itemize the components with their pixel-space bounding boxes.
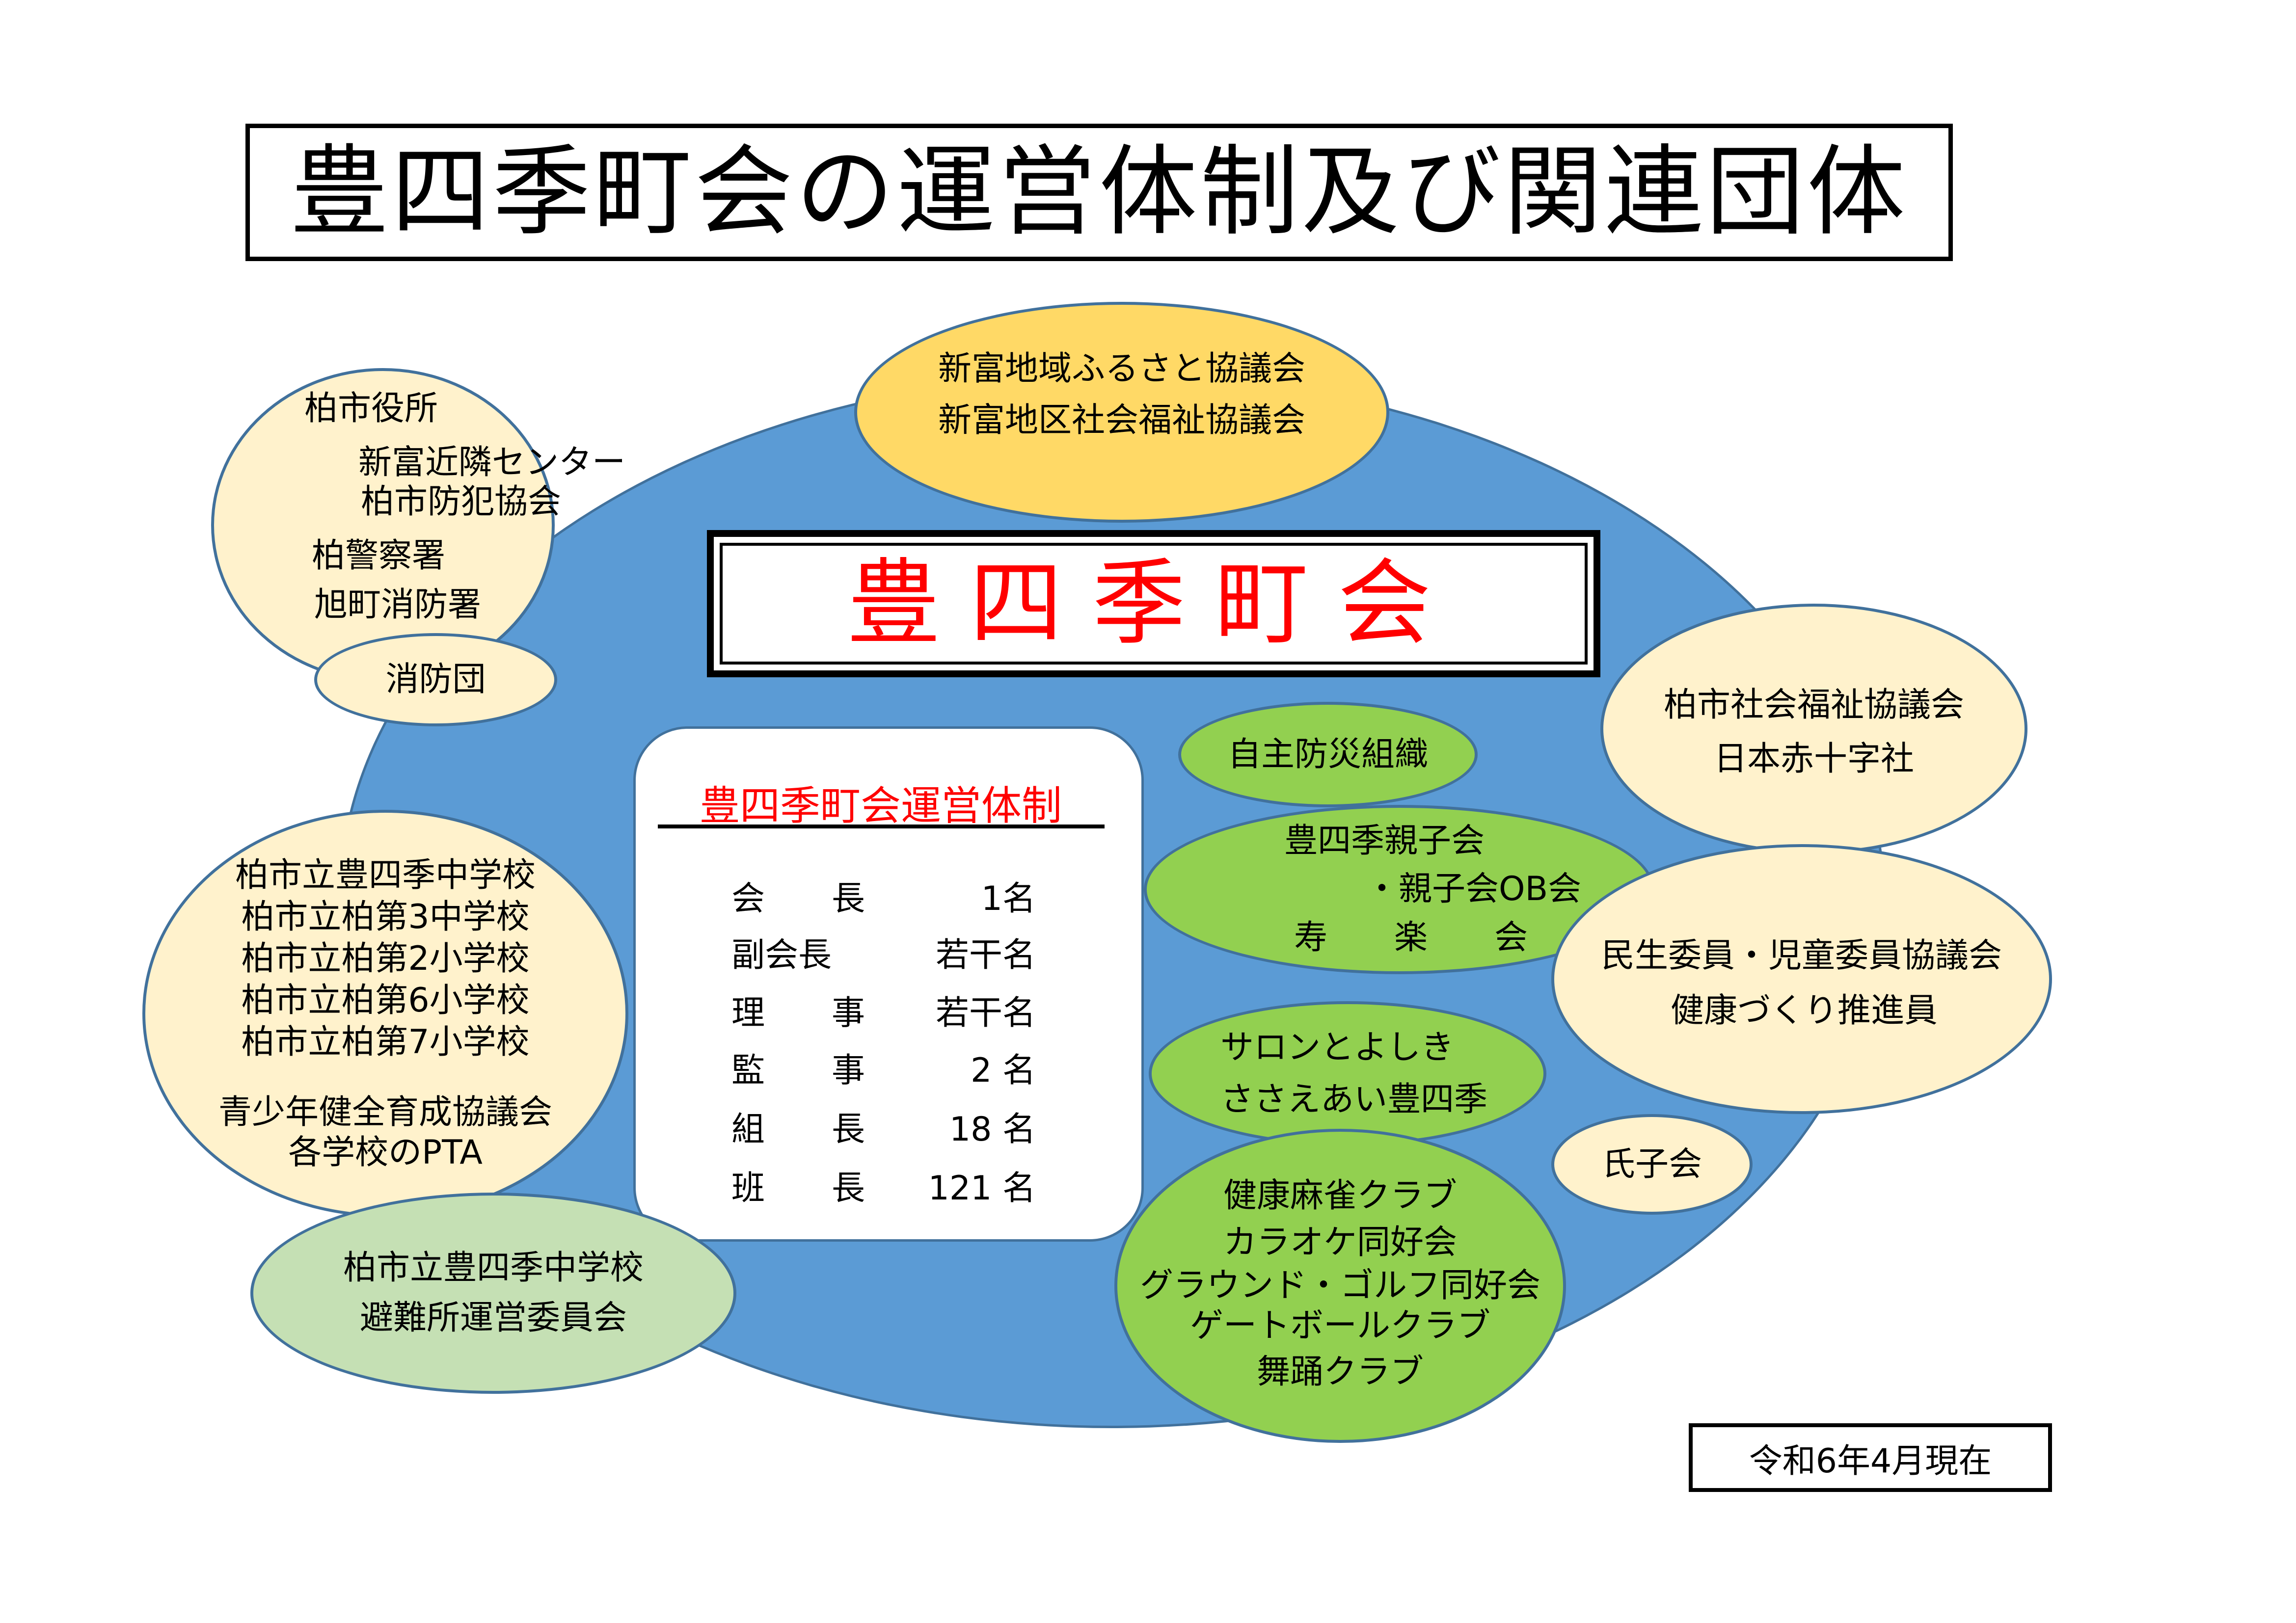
bubble-line: 新富地区社会福祉協議会 [938, 401, 1305, 440]
central-org-box: 豊四季町会 [707, 530, 1600, 677]
bubble-line: 柏市立柏第6小学校 [241, 981, 530, 1020]
management-heading: 豊四季町会運営体制 [700, 783, 1062, 829]
role-name: 監 事 [731, 1051, 865, 1090]
role-count: 若干名 [935, 994, 1036, 1033]
bubble-line: 新富近隣センター [358, 443, 626, 482]
as-of-date: 令和6年4月現在 [1749, 1441, 1992, 1481]
bubble-line: 柏警察署 [312, 536, 446, 575]
bubble-line: 寿 楽 会 [1294, 918, 1528, 957]
bubble-line: 柏市立豊四季中学校 [343, 1249, 644, 1287]
bubble-clubs: 健康麻雀クラブ カラオケ同好会 グラウンド・ゴルフ同好会 ゲートボールクラブ 舞… [1114, 1129, 1566, 1443]
role-name: 副会長 [731, 936, 832, 975]
central-org-name: 豊四季町会 [846, 549, 1460, 658]
bubble-line: 健康麻雀クラブ [1223, 1176, 1457, 1215]
role-row: 副会長 若干名 [731, 928, 1036, 976]
role-count: 1名 [981, 879, 1036, 918]
bubble-fire-brigade: 消防団 [314, 633, 557, 726]
bubble-line: 消防団 [385, 660, 486, 699]
bubble-line: 柏市立柏第2小学校 [241, 939, 530, 978]
bubble-line: 日本赤十字社 [1713, 739, 1914, 778]
bubble-salon: サロンとよしき ささえあい豊四季 [1149, 1001, 1546, 1146]
bubble-line: グラウンド・ゴルフ同好会 [1139, 1266, 1540, 1305]
bubble-line: 柏市立豊四季中学校 [235, 855, 536, 895]
bubble-line: サロンとよしき [1220, 1028, 1455, 1067]
role-row: 会 長 1名 [731, 871, 1036, 920]
role-count: 2 名 [971, 1051, 1036, 1090]
role-name: 班 長 [731, 1169, 865, 1208]
bubble-line: 青少年健全育成協議会 [218, 1092, 552, 1132]
management-structure-box: 豊四季町会運営体制 会 長 1名 副会長 若干名 理 事 若干名 監 事 2 名… [633, 726, 1144, 1242]
title-box: 豊四季町会の運営体制及び関連団体 [245, 124, 1953, 261]
bubble-city-offices [211, 368, 555, 682]
bubble-regional-councils: 新富地域ふるさと協議会 新富地区社会福祉協議会 [854, 302, 1389, 523]
bubble-line: 各学校のPTA [288, 1133, 483, 1172]
bubble-line: 柏市役所 [304, 389, 438, 428]
bubble-line: 柏市社会福祉協議会 [1663, 686, 1964, 725]
bubble-line: 柏市立柏第7小学校 [241, 1022, 530, 1062]
bubble-social-welfare: 柏市社会福祉協議会 日本赤十字社 [1600, 604, 2027, 854]
as-of-date-box: 令和6年4月現在 [1689, 1423, 2052, 1492]
bubble-schools: 柏市立豊四季中学校 柏市立柏第3中学校 柏市立柏第2小学校 柏市立柏第6小学校 … [142, 810, 628, 1217]
role-row: 監 事 2 名 [731, 1043, 1036, 1091]
bubble-line: 健康づくり推進員 [1670, 991, 1938, 1030]
bubble-line: ・親子会OB会 [1365, 870, 1582, 909]
bubble-evacuation: 柏市立豊四季中学校 避難所運営委員会 [250, 1193, 736, 1394]
role-count: 18 名 [949, 1110, 1036, 1149]
bubble-line: 柏市立柏第3中学校 [241, 897, 530, 936]
role-row: 班 長 121 名 [731, 1161, 1036, 1209]
role-row: 理 事 若干名 [731, 985, 1036, 1034]
bubble-shrine-parish: 氏子会 [1551, 1114, 1753, 1215]
bubble-line: ささえあい豊四季 [1220, 1080, 1488, 1119]
bubble-line: 柏市防犯協会 [361, 482, 562, 521]
bubble-line: 豊四季親子会 [1284, 821, 1485, 860]
bubble-line: 舞踊クラブ [1256, 1353, 1424, 1392]
bubble-line: 民生委員・児童委員協議会 [1601, 936, 2002, 975]
bubble-line: 新富地域ふるさと協議会 [938, 349, 1305, 388]
role-count: 121 名 [928, 1169, 1036, 1208]
page-title: 豊四季町会の運営体制及び関連団体 [290, 135, 1908, 249]
role-name: 理 事 [731, 994, 865, 1033]
bubble-line: ゲートボールクラブ [1189, 1306, 1490, 1345]
role-row: 組 長 18 名 [731, 1102, 1036, 1150]
bubble-parent-child: 豊四季親子会 ・親子会OB会 寿 楽 会 [1144, 805, 1654, 974]
bubble-line: 自主防災組織 [1227, 735, 1428, 774]
bubble-line: 氏子会 [1601, 1144, 1702, 1184]
heading-underline [658, 825, 1105, 828]
bubble-line: カラオケ同好会 [1223, 1223, 1457, 1262]
bubble-line: 避難所運営委員会 [359, 1299, 627, 1337]
bubble-line: 旭町消防署 [314, 585, 482, 624]
role-name: 会 長 [731, 879, 865, 918]
role-name: 組 長 [731, 1110, 865, 1149]
role-count: 若干名 [935, 936, 1036, 975]
city-offices-text: 柏市役所 新富近隣センター 柏市防犯協会 柏警察署 旭町消防署 [304, 385, 658, 628]
bubble-disaster-prevention: 自主防災組織 [1178, 702, 1478, 807]
bubble-welfare-commissioners: 民生委員・児童委員協議会 健康づくり推進員 [1551, 844, 2052, 1114]
